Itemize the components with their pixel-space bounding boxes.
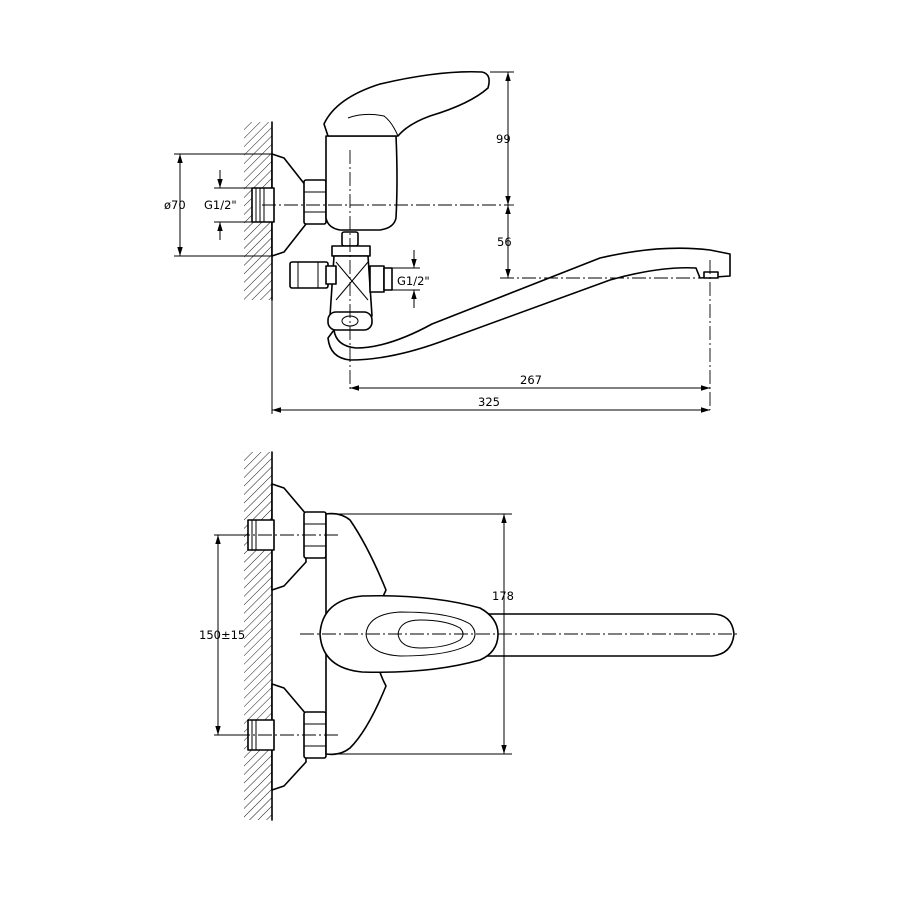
dim-thread-outlet-label: G1/2" <box>397 274 430 288</box>
dim-325-label: 325 <box>478 395 500 409</box>
wall-hatch-top <box>244 452 272 820</box>
outlet-connector <box>369 265 385 293</box>
dim-99-label: 99 <box>496 132 511 146</box>
lower-left-nut <box>289 261 329 289</box>
dim-d70-label: ø70 <box>164 198 186 212</box>
lower-body-side <box>329 255 373 317</box>
dim-thread-wall-label: G1/2" <box>204 198 237 212</box>
upper-flange-top <box>271 483 307 591</box>
lever-side <box>323 70 490 137</box>
dim-150-label: 150±15 <box>199 628 245 642</box>
lever-grip-top <box>365 611 476 657</box>
dim-267-label: 267 <box>520 373 542 387</box>
lower-flange-top <box>271 683 307 791</box>
spout-side <box>327 247 731 361</box>
dim-178-label: 178 <box>492 589 514 603</box>
dim-56-label: 56 <box>497 235 512 249</box>
connection-nut-side <box>303 179 327 225</box>
spout-top <box>469 613 735 657</box>
mixer-body-side <box>325 135 398 231</box>
side-view: 99 56 ø70 G1/2" G1/2" 267 325 <box>164 70 731 414</box>
top-view: 150±15 178 <box>199 451 740 821</box>
